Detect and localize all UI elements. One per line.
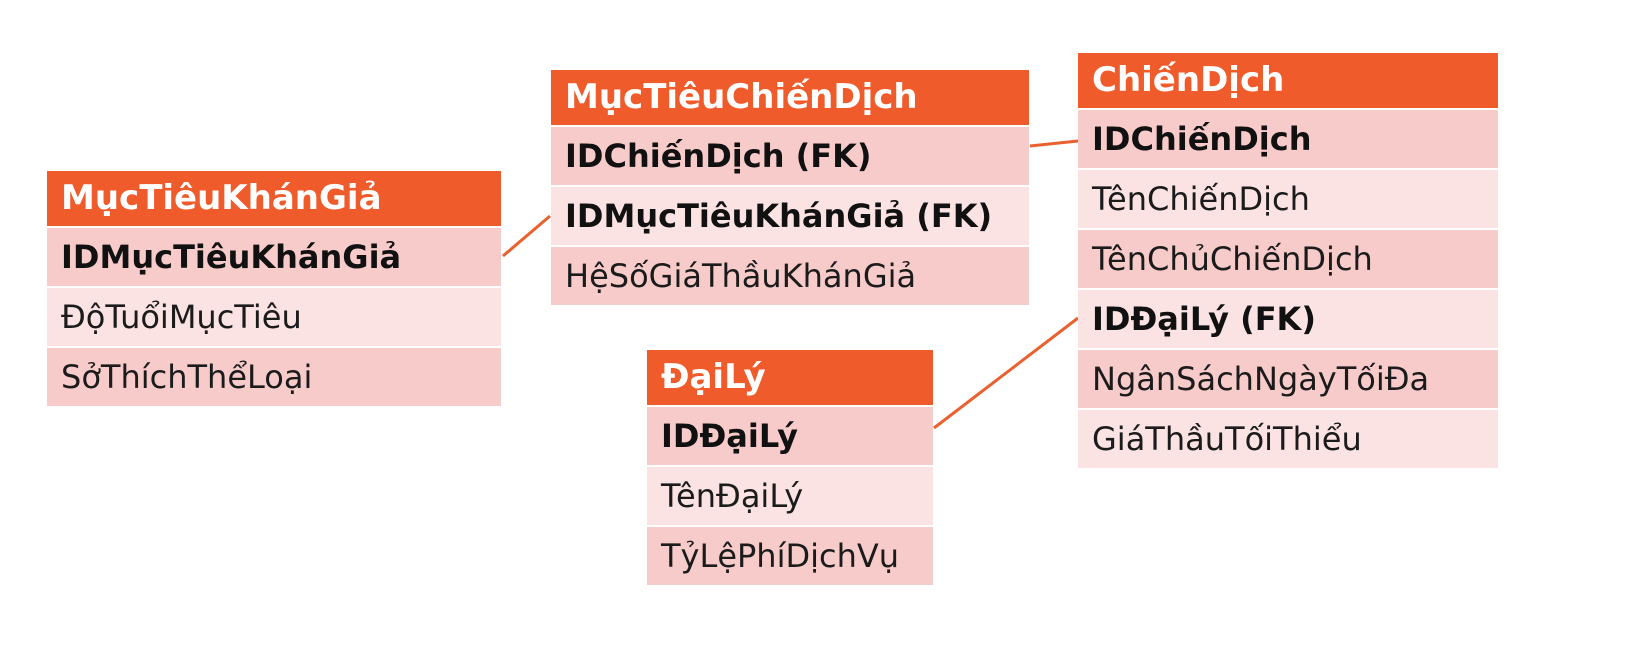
field: SởThíchThểLoại: [47, 348, 501, 406]
connector-campaign-target-to-campaign: [1029, 139, 1079, 148]
field-primary-key: IDChiếnDịch: [1078, 110, 1498, 168]
field: TênChiếnDịch: [1078, 170, 1498, 228]
field: GiáThầuTốiThiểu: [1078, 410, 1498, 468]
field: TênChủChiếnDịch: [1078, 230, 1498, 288]
field-foreign-key: IDMụcTiêuKhánGiả (FK): [551, 187, 1029, 245]
connector-agency-to-campaign: [933, 316, 1079, 430]
entity-muc-tieu-khan-gia: MụcTiêuKhánGiả IDMụcTiêuKhánGiả ĐộTuổiMụ…: [47, 171, 501, 406]
field: HệSốGiáThầuKhánGiả: [551, 247, 1029, 305]
field-primary-key: IDMụcTiêuKhánGiả: [47, 228, 501, 286]
field: NgânSáchNgàyTốiĐa: [1078, 350, 1498, 408]
field-foreign-key: IDChiếnDịch (FK): [551, 127, 1029, 185]
entity-title: MụcTiêuKhánGiả: [47, 171, 501, 226]
field-foreign-key: IDĐạiLý (FK): [1078, 290, 1498, 348]
entity-title: ChiếnDịch: [1078, 53, 1498, 108]
entity-chien-dich: ChiếnDịch IDChiếnDịch TênChiếnDịch TênCh…: [1078, 53, 1498, 468]
entity-title: MụcTiêuChiếnDịch: [551, 70, 1029, 125]
entity-muc-tieu-chien-dich: MụcTiêuChiếnDịch IDChiếnDịch (FK) IDMụcT…: [551, 70, 1029, 305]
entity-dai-ly: ĐạiLý IDĐạiLý TênĐạiLý TỷLệPhíDịchVụ: [647, 350, 933, 585]
field-primary-key: IDĐạiLý: [647, 407, 933, 465]
field: TỷLệPhíDịchVụ: [647, 527, 933, 585]
entity-title: ĐạiLý: [647, 350, 933, 405]
field: TênĐạiLý: [647, 467, 933, 525]
connector-audience-to-campaign-target: [502, 214, 551, 258]
field: ĐộTuổiMụcTiêu: [47, 288, 501, 346]
